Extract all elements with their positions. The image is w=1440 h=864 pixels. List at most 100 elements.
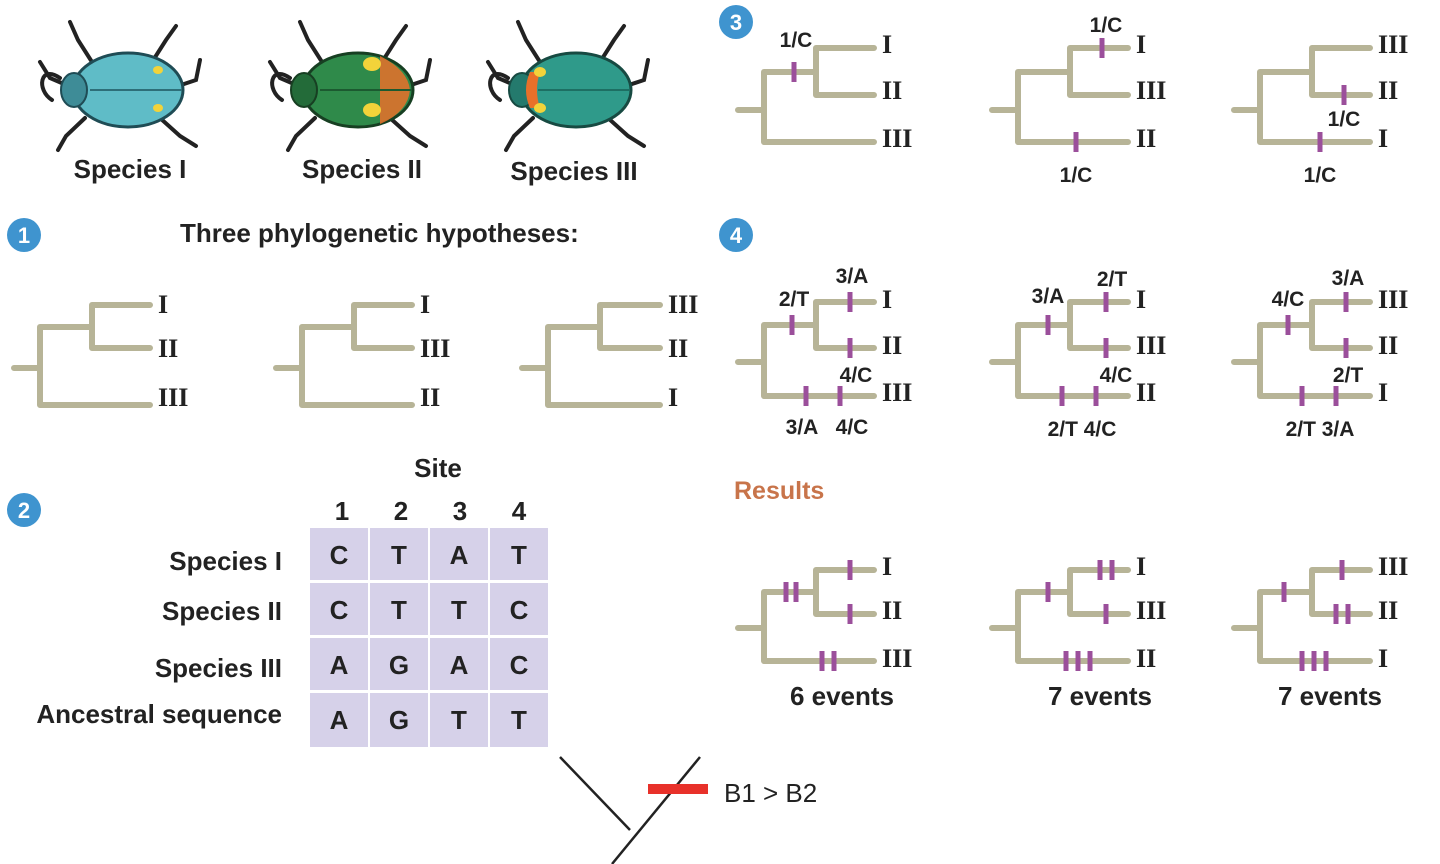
tip-label: I <box>1378 124 1388 153</box>
row-label: Species II <box>162 596 282 626</box>
table-cell: T <box>391 595 407 625</box>
table-cell: C <box>330 540 349 570</box>
hypothesis-tree-2: I III II <box>273 290 450 412</box>
mutation-label: 4/C <box>836 416 869 439</box>
table-cell: C <box>330 595 349 625</box>
hypothesis-tree-3: III II I <box>519 290 698 412</box>
tip-label: II <box>882 596 902 625</box>
species-2-label: Species II <box>302 154 422 184</box>
tip-label: III <box>1378 552 1408 581</box>
tip-label: II <box>420 383 440 412</box>
step-3-number: 3 <box>730 10 742 35</box>
branch-length-bar <box>648 784 708 794</box>
tip-label: III <box>1378 30 1408 59</box>
mutation-label: 2/T <box>1333 364 1364 387</box>
mutation-label: 2/T 3/A <box>1286 418 1355 441</box>
step3-tree-1: 1/C I II III <box>735 29 912 153</box>
mutation-label: 4/C <box>840 364 873 387</box>
table-cell: G <box>389 705 409 735</box>
step3-tree-3: 1/C 1/C III II I <box>1231 30 1408 187</box>
tip-label: III <box>1136 331 1166 360</box>
tip-label: III <box>158 383 188 412</box>
mutation-label: 3/A <box>1032 285 1065 308</box>
tip-label: I <box>1378 378 1388 407</box>
table-cell: T <box>511 540 527 570</box>
mutation-label: 1/C <box>1304 164 1337 187</box>
tip-label: III <box>668 290 698 319</box>
beetle-species-2 <box>268 20 432 152</box>
tip-label: I <box>1136 30 1146 59</box>
result-tree-1: I II III 6 events <box>735 552 912 711</box>
tip-label: I <box>1136 285 1146 314</box>
hypothesis-tree-1: I II III <box>11 290 188 412</box>
tip-label: II <box>1378 76 1398 105</box>
table-cell: C <box>510 595 529 625</box>
mutation-label: 4/C <box>1272 288 1305 311</box>
tip-label: II <box>882 76 902 105</box>
tip-label: I <box>882 285 892 314</box>
beetle-species-1 <box>38 20 202 152</box>
table-cell: T <box>391 540 407 570</box>
tip-label: II <box>1136 378 1156 407</box>
mutation-label: 1/C <box>1328 108 1361 131</box>
site-header: Site <box>414 453 462 483</box>
mutation-label: 1/C <box>1060 164 1093 187</box>
inset-label: B1 > B2 <box>724 778 817 808</box>
step-1-badge <box>7 218 41 252</box>
table-cell: A <box>450 540 469 570</box>
mutation-label: 2/T 4/C <box>1048 418 1117 441</box>
table-cell: G <box>389 650 409 680</box>
tip-label: I <box>1136 552 1146 581</box>
table-cell: T <box>451 595 467 625</box>
tip-label: II <box>882 331 902 360</box>
step-1-number: 1 <box>18 223 30 248</box>
tip-label: I <box>1378 644 1388 673</box>
mutation-label: 2/T <box>1097 268 1128 291</box>
species-3-label: Species III <box>510 156 637 186</box>
step3-tree-2: 1/C 1/C I III II <box>989 14 1166 187</box>
tip-label: III <box>882 644 912 673</box>
results-title: Results <box>734 477 824 505</box>
result-tree-3: III II I 7 events <box>1231 552 1408 711</box>
site-number: 3 <box>453 496 467 526</box>
tip-label: III <box>1378 285 1408 314</box>
tip-label: I <box>882 552 892 581</box>
tip-label: I <box>158 290 168 319</box>
mutation-label: 1/C <box>780 29 813 52</box>
site-number: 4 <box>512 496 527 526</box>
table-cell: A <box>330 705 349 735</box>
table-cell: C <box>510 650 529 680</box>
step-2-number: 2 <box>18 498 30 523</box>
tip-label: III <box>1136 596 1166 625</box>
tip-label: II <box>668 334 688 363</box>
tip-label: II <box>1136 644 1156 673</box>
tip-label: II <box>1378 596 1398 625</box>
species-1-label: Species I <box>74 154 187 184</box>
beetle-species-3 <box>486 20 650 152</box>
mutation-label: 3/A <box>786 416 819 439</box>
row-label: Ancestral sequence <box>36 699 282 729</box>
table-cell: T <box>451 705 467 735</box>
table-cell: T <box>511 705 527 735</box>
tip-label: II <box>1136 124 1156 153</box>
event-count: 7 events <box>1278 681 1382 711</box>
tip-label: III <box>1136 76 1166 105</box>
step-4-badge <box>719 218 753 252</box>
tip-label: II <box>158 334 178 363</box>
table-cell: A <box>330 650 349 680</box>
row-label: Species I <box>169 546 282 576</box>
step4-tree-1: 2/T 3/A 4/C 3/A 4/C I II III <box>735 265 912 439</box>
event-count: 7 events <box>1048 681 1152 711</box>
tip-label: III <box>420 334 450 363</box>
mutation-label: 2/T <box>779 288 810 311</box>
step4-tree-3: 4/C 3/A 2/T 2/T 3/A III II I <box>1231 267 1408 441</box>
tip-label: I <box>420 290 430 319</box>
mutation-label: 1/C <box>1090 14 1123 37</box>
branch-inset: B1 > B2 <box>559 756 817 864</box>
mutation-label: 3/A <box>1332 267 1365 290</box>
site-number: 2 <box>394 496 408 526</box>
site-number: 1 <box>335 496 349 526</box>
event-count: 6 events <box>790 681 894 711</box>
step4-tree-2: 3/A 2/T 4/C 2/T 4/C I III II <box>989 268 1166 441</box>
